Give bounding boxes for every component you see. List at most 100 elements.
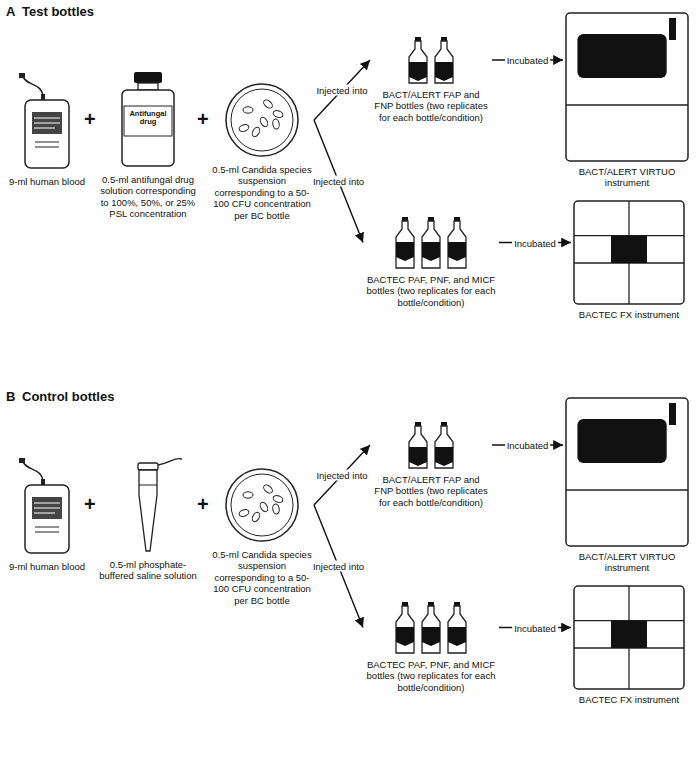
icon-part bbox=[231, 474, 293, 536]
icon-part bbox=[577, 419, 666, 463]
icon-part bbox=[259, 116, 270, 128]
edge-label: Injected into bbox=[314, 85, 369, 96]
blood-bag: 9-ml human blood bbox=[8, 457, 86, 572]
icon-part bbox=[396, 606, 414, 653]
bactec-bottles-icon bbox=[365, 600, 497, 655]
icon-part bbox=[138, 463, 158, 470]
bactec-fx-instrument: BACTEC FX instrument bbox=[573, 585, 685, 705]
bactec-bottles: BACTEC PAF, PNF, and MICF bottles (two r… bbox=[365, 215, 497, 308]
edge-label: Incubated bbox=[505, 440, 551, 451]
antifungal-bottle: Antifungal drug0.5-ml antifungal drug so… bbox=[98, 70, 198, 220]
panel-heading: B bbox=[6, 389, 15, 404]
icon-part bbox=[35, 532, 59, 533]
plus-sign: + bbox=[84, 108, 96, 131]
bottle-label: Antifungal drug bbox=[125, 110, 171, 127]
bactalert-bottles: BACT/ALERT FAP and FNP bottles (two repl… bbox=[372, 420, 490, 508]
icon-part bbox=[34, 503, 60, 504]
icon-part bbox=[422, 221, 440, 268]
icon-part bbox=[448, 606, 466, 653]
bactec-fx-instrument-icon bbox=[573, 585, 685, 690]
icon-part bbox=[272, 109, 284, 118]
icon-part bbox=[19, 458, 25, 463]
icon-part bbox=[34, 513, 55, 514]
edge-label: Incubated bbox=[505, 55, 551, 66]
node-caption: BACTEC FX instrument bbox=[573, 694, 685, 705]
edge-label: Injected into bbox=[311, 561, 366, 572]
icon-part bbox=[238, 508, 250, 517]
icon-part bbox=[396, 221, 414, 268]
icon-part bbox=[577, 34, 666, 78]
icon-part bbox=[422, 606, 440, 653]
node-caption: 0.5-ml Candida species suspension corres… bbox=[212, 549, 312, 606]
bactec-fx-instrument-icon bbox=[573, 200, 685, 305]
icon-part bbox=[566, 13, 688, 161]
blood-bag-icon bbox=[8, 457, 86, 557]
icon-part bbox=[574, 586, 684, 689]
icon-part bbox=[158, 459, 182, 465]
bactalert-bottles-icon bbox=[372, 420, 490, 470]
icon-part bbox=[435, 41, 453, 83]
icon-part bbox=[435, 426, 453, 468]
icon-part bbox=[435, 62, 453, 81]
node-caption: 9-ml human blood bbox=[8, 176, 86, 187]
node-caption: BACTEC FX instrument bbox=[573, 309, 685, 320]
icon-part bbox=[396, 627, 414, 646]
edge-label: Incubated bbox=[512, 622, 558, 633]
icon-part bbox=[669, 18, 676, 40]
plus-sign: + bbox=[84, 493, 96, 516]
node-caption: 0.5-ml phosphate-buffered saline solutio… bbox=[98, 559, 198, 582]
icon-part bbox=[422, 627, 440, 646]
icon-part bbox=[262, 483, 274, 494]
icon-part bbox=[251, 126, 262, 138]
candida-dish-icon bbox=[212, 80, 312, 160]
node-caption: 9-ml human blood bbox=[8, 561, 86, 572]
node-caption: BACTEC PAF, PNF, and MICF bottles (two r… bbox=[365, 274, 497, 308]
edge-label: Injected into bbox=[314, 470, 369, 481]
icon-part bbox=[34, 118, 60, 119]
icon-part bbox=[262, 98, 274, 109]
icon-part bbox=[124, 106, 172, 136]
panel-heading: Test bottles bbox=[22, 4, 94, 19]
candida-dish: 0.5-ml Candida species suspension corres… bbox=[212, 465, 312, 606]
arrow-connector bbox=[314, 60, 370, 120]
icon-part bbox=[34, 123, 60, 124]
node-caption: BACTEC PAF, PNF, and MICF bottles (two r… bbox=[365, 659, 497, 693]
icon-part bbox=[435, 447, 453, 466]
virtuo-instrument-icon bbox=[565, 12, 689, 162]
arrow-connector bbox=[314, 445, 370, 505]
bactalert-bottles: BACT/ALERT FAP and FNP bottles (two repl… bbox=[372, 35, 490, 123]
icon-part bbox=[231, 89, 293, 151]
icon-part bbox=[251, 511, 262, 523]
bactec-bottles-icon bbox=[365, 215, 497, 270]
icon-part bbox=[35, 147, 59, 148]
icon-part bbox=[272, 504, 280, 515]
virtuo-instrument-icon bbox=[565, 397, 689, 547]
icon-part bbox=[134, 72, 162, 83]
node-caption: BACT/ALERT FAP and FNP bottles (two repl… bbox=[372, 474, 490, 508]
bactec-bottles: BACTEC PAF, PNF, and MICF bottles (two r… bbox=[365, 600, 497, 693]
icon-part bbox=[32, 112, 62, 134]
icon-part bbox=[566, 398, 688, 546]
bactalert-bottles-icon bbox=[372, 35, 490, 85]
icon-part bbox=[41, 479, 45, 485]
icon-part bbox=[139, 470, 157, 551]
icon-part bbox=[422, 242, 440, 261]
icon-part bbox=[566, 489, 688, 490]
icon-part bbox=[574, 201, 684, 304]
icon-part bbox=[272, 494, 284, 503]
icon-part bbox=[35, 527, 59, 528]
icon-part bbox=[138, 83, 158, 90]
icon-part bbox=[409, 426, 427, 468]
icon-part bbox=[34, 508, 60, 509]
icon-part bbox=[243, 492, 253, 498]
icon-part bbox=[25, 100, 69, 168]
icon-part bbox=[226, 469, 298, 541]
icon-part bbox=[34, 128, 55, 129]
icon-part bbox=[409, 62, 427, 81]
icon-part bbox=[35, 142, 59, 143]
icon-part bbox=[611, 621, 647, 648]
icon-part bbox=[448, 221, 466, 268]
blood-bag-icon bbox=[8, 72, 86, 172]
icon-part bbox=[448, 242, 466, 261]
pbs-tube-icon bbox=[98, 455, 198, 555]
